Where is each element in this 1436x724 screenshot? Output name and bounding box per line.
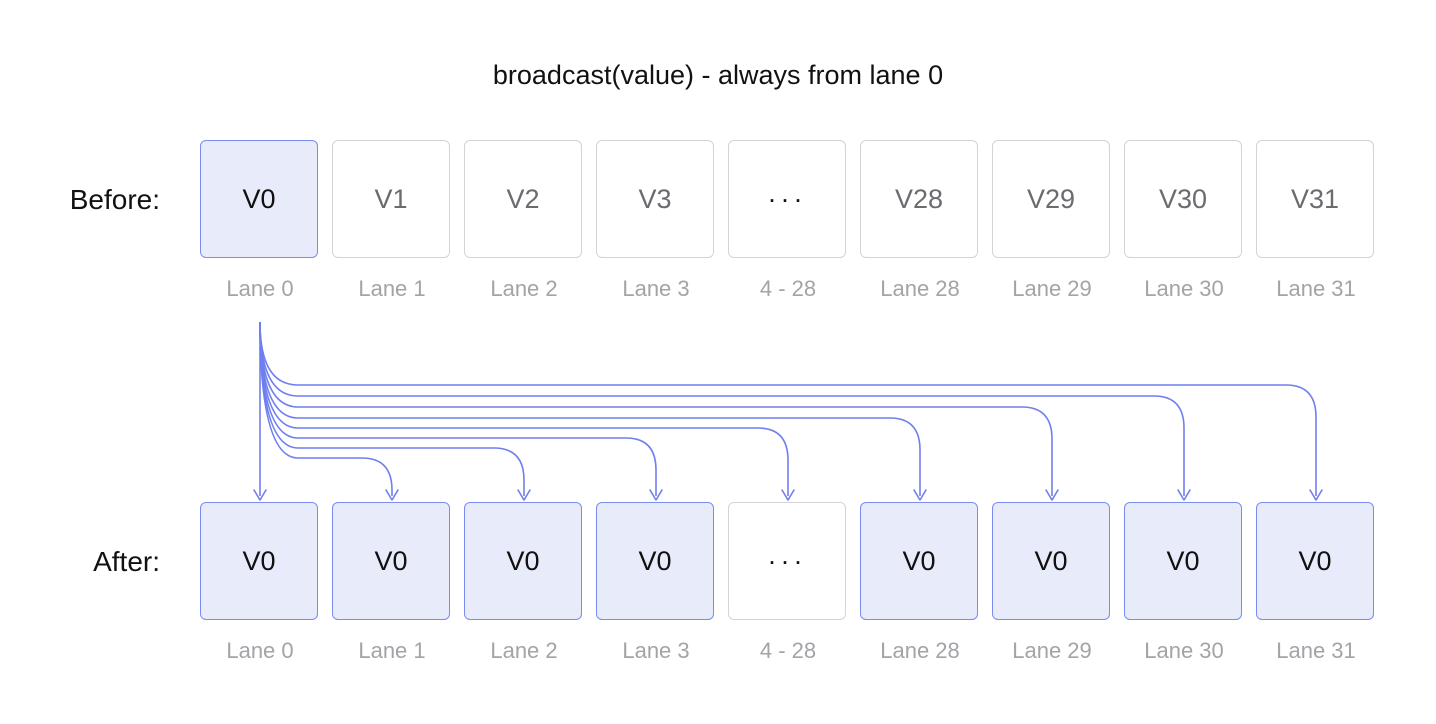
after-lane-29-cell: V0 (992, 502, 1110, 620)
before-lane-30-cell: V30 (1124, 140, 1242, 258)
after-lane-label: Lane 30 (1144, 638, 1224, 663)
arrowhead (781, 489, 795, 501)
before-lane-label: Lane 28 (880, 276, 960, 301)
arrowhead (1177, 489, 1191, 501)
arrowhead (253, 489, 267, 501)
arrow-to-lane-2 (259, 321, 525, 496)
before-lane-label: Lane 0 (226, 276, 294, 301)
after-lane-28-cell: V0 (860, 502, 978, 620)
arrowhead (1045, 489, 1059, 501)
after-lane-1-cell: V0 (332, 502, 450, 620)
arrow-to-lane-30 (259, 321, 1185, 496)
diagram-title: broadcast(value) - always from lane 0 (492, 60, 944, 90)
after-lane-31-cell: V0 (1256, 502, 1374, 620)
arrow-to-ellipsis (259, 321, 789, 496)
before-lane-label: Lane 29 (1012, 276, 1092, 301)
after-lane-label: Lane 3 (622, 638, 690, 663)
after-lane-2-cell: V0 (464, 502, 582, 620)
before-lane-2-cell: V2 (464, 140, 582, 258)
before-ellipsis-cell: ··· (728, 140, 846, 258)
before-lane-label: Lane 30 (1144, 276, 1224, 301)
before-row-label: Before: (69, 184, 160, 215)
before-lane-29-cell: V29 (992, 140, 1110, 258)
before-lane-3-cell: V3 (596, 140, 714, 258)
after-row-label: After: (93, 546, 160, 577)
after-lane-label: Lane 2 (490, 638, 558, 663)
before-lane-31-cell: V31 (1256, 140, 1374, 258)
after-lane-label: 4 - 28 (759, 638, 817, 663)
after-ellipsis-cell: ··· (728, 502, 846, 620)
arrowhead (1309, 489, 1323, 501)
after-lane-label: Lane 29 (1012, 638, 1092, 663)
arrowhead (913, 489, 927, 501)
before-lane-label: Lane 1 (358, 276, 426, 301)
after-lane-label: Lane 31 (1276, 638, 1356, 663)
after-lane-label: Lane 28 (880, 638, 960, 663)
after-lane-30-cell: V0 (1124, 502, 1242, 620)
before-lane-0-cell: V0 (200, 140, 318, 258)
arrow-to-lane-1 (259, 321, 393, 496)
arrow-to-lane-31 (259, 321, 1317, 496)
before-lane-1-cell: V1 (332, 140, 450, 258)
before-lane-label: 4 - 28 (759, 276, 817, 301)
before-lane-label: Lane 31 (1276, 276, 1356, 301)
after-lane-0-cell: V0 (200, 502, 318, 620)
arrow-to-lane-3 (259, 321, 657, 496)
before-lane-label: Lane 2 (490, 276, 558, 301)
before-lane-28-cell: V28 (860, 140, 978, 258)
arrow-to-lane-28 (259, 321, 921, 496)
arrowhead (517, 489, 531, 501)
after-lane-label: Lane 0 (226, 638, 294, 663)
arrowhead (385, 489, 399, 501)
after-lane-3-cell: V0 (596, 502, 714, 620)
arrow-to-lane-29 (259, 321, 1053, 496)
after-lane-label: Lane 1 (358, 638, 426, 663)
arrowhead (649, 489, 663, 501)
before-lane-label: Lane 3 (622, 276, 690, 301)
